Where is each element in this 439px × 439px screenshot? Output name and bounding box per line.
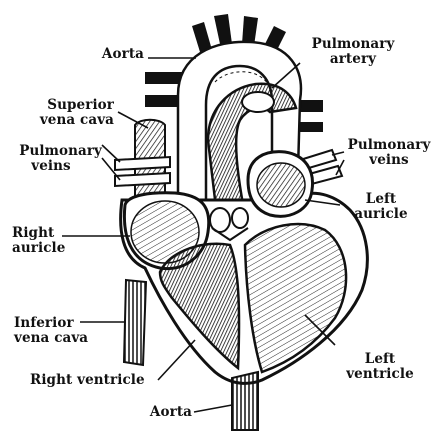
descending-aorta-shape bbox=[232, 372, 258, 430]
label-right-auricle-line1: Right bbox=[12, 226, 72, 240]
label-pulmonary-veins-right-line2: veins bbox=[340, 153, 438, 167]
left-auricle-shape bbox=[248, 152, 313, 217]
left-ventricle-shape bbox=[245, 224, 346, 372]
label-superior-vena-cava-line2: vena cava bbox=[10, 113, 114, 127]
label-pulmonary-veins-right-line1: Pulmonary bbox=[340, 138, 438, 152]
label-inferior-vena-cava-line1: Inferior bbox=[14, 316, 94, 330]
label-aorta-bottom: Aorta bbox=[132, 405, 192, 419]
label-right-ventricle: Right ventricle bbox=[30, 373, 170, 387]
label-right-auricle-line2: auricle bbox=[12, 241, 82, 255]
label-left-auricle-line2: auricle bbox=[343, 207, 419, 221]
label-left-ventricle-line1: Left bbox=[336, 352, 424, 366]
label-pulmonary-veins-left-line2: veins bbox=[0, 159, 102, 173]
label-pulmonary-artery-line1: Pulmonary bbox=[298, 37, 408, 51]
label-superior-vena-cava-line1: Superior bbox=[10, 98, 114, 112]
label-aorta-top: Aorta bbox=[88, 47, 144, 61]
label-pulmonary-veins-left-line1: Pulmonary bbox=[0, 144, 102, 158]
label-left-auricle-line1: Left bbox=[343, 192, 419, 206]
label-inferior-vena-cava-line2: vena cava bbox=[14, 331, 104, 345]
label-pulmonary-artery-line2: artery bbox=[298, 52, 408, 66]
inferior-vena-cava-shape bbox=[124, 280, 146, 365]
label-left-ventricle-line2: ventricle bbox=[336, 367, 424, 381]
